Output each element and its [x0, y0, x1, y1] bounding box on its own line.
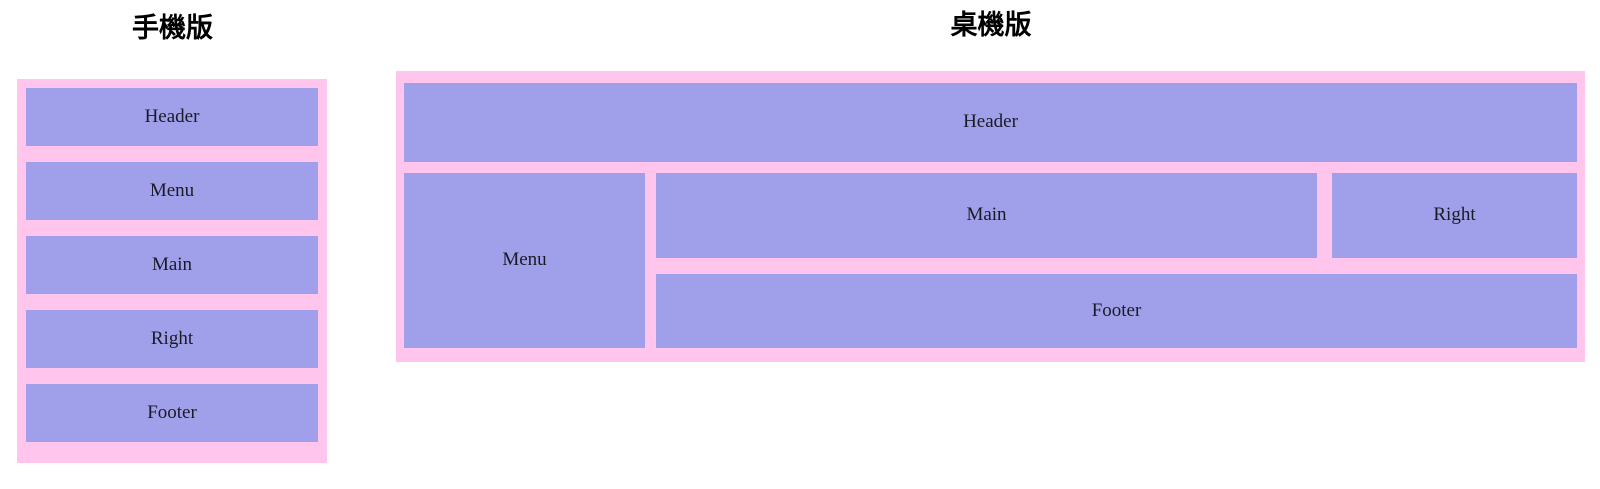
desktop-layout-title: 桌機版 [950, 10, 1032, 40]
desktop-block-header: Header [404, 83, 1577, 162]
mobile-layout-title: 手機版 [132, 13, 213, 43]
desktop-block-right: Right [1332, 173, 1577, 258]
mobile-block-menu: Menu [26, 162, 318, 220]
mobile-block-main: Main [26, 236, 318, 294]
desktop-block-main: Main [656, 173, 1317, 258]
desktop-layout-wireframe: Header Menu Main Right Footer [396, 71, 1585, 362]
mobile-block-right: Right [26, 310, 318, 368]
desktop-block-footer: Footer [656, 274, 1577, 348]
mobile-layout-wireframe: Header Menu Main Right Footer [17, 79, 327, 463]
mobile-block-header: Header [26, 88, 318, 146]
mobile-block-footer: Footer [26, 384, 318, 442]
desktop-block-menu: Menu [404, 173, 645, 348]
